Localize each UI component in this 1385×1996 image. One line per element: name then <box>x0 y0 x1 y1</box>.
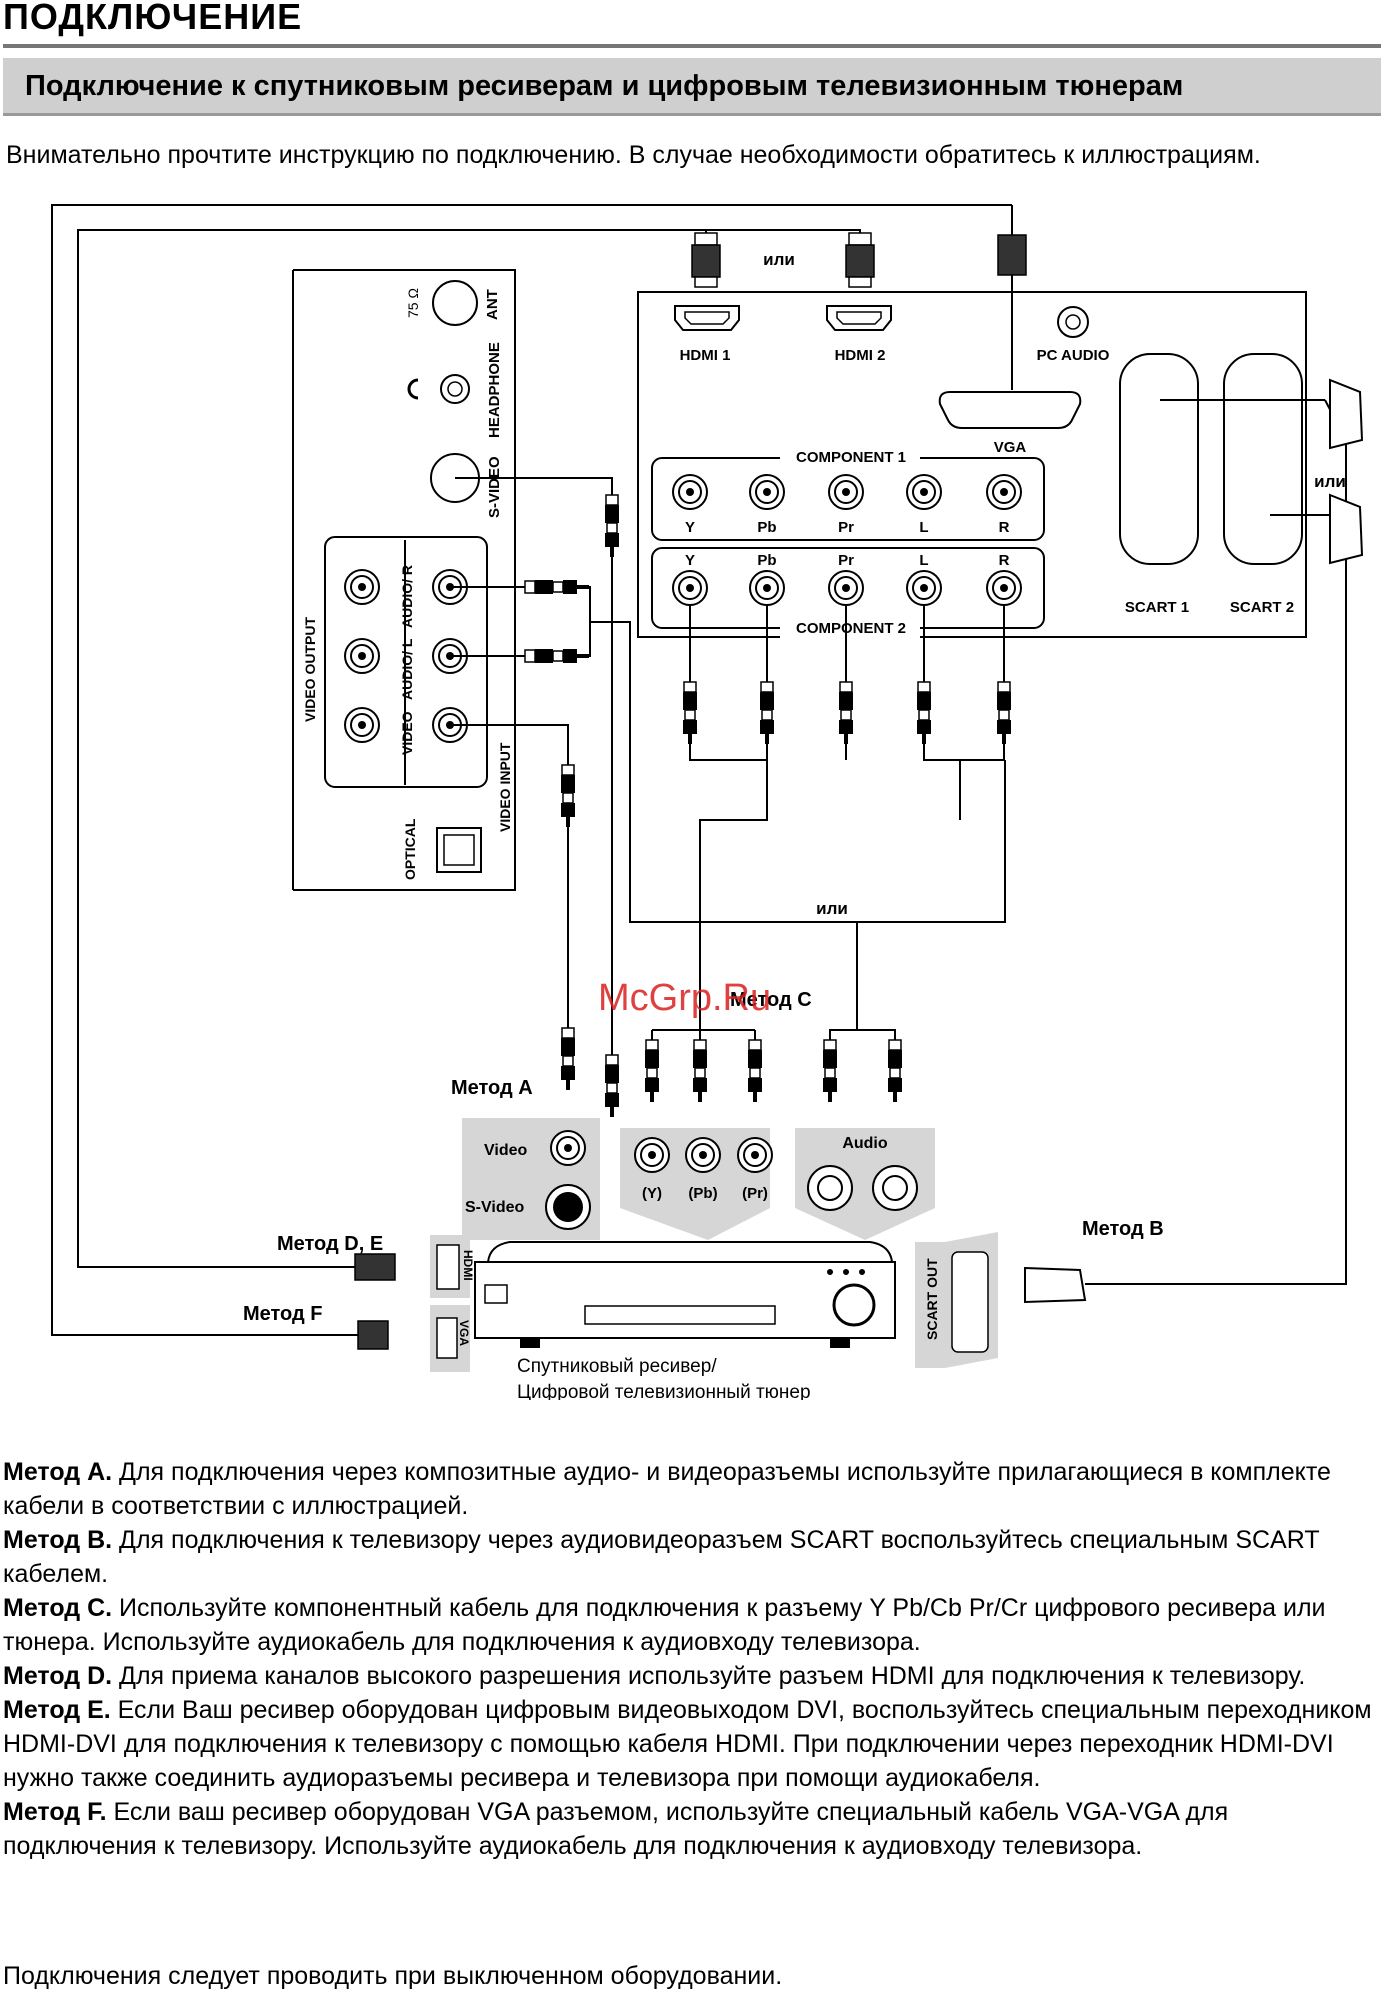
method-d-paragraph: Метод D. Для приема каналов высокого раз… <box>3 1659 1381 1693</box>
method-de-label: Метод D, E <box>277 1233 383 1255</box>
receiver-pb-label: (Pb) <box>688 1185 717 1202</box>
method-f-text: Если ваш ресивер оборудован VGA разъемом… <box>3 1798 1229 1860</box>
receiver-caption-1: Спутниковый ресивер/ <box>517 1356 717 1377</box>
receiver-svideo-label: S-Video <box>465 1199 525 1216</box>
comp2-pr-label: Pr <box>838 552 854 569</box>
method-a-title: Метод A. <box>3 1458 113 1486</box>
receiver-pr-label: (Pr) <box>742 1185 768 1202</box>
or-label-hdmi: или <box>763 250 795 269</box>
component2-label: COMPONENT 2 <box>796 620 906 637</box>
scart-plug-receiver <box>1024 1266 1087 1304</box>
comp2-y-label: Y <box>685 552 695 569</box>
receiver-hdmi-label: HDMI <box>461 1250 475 1281</box>
method-c-text: Используйте компонентный кабель для подк… <box>3 1594 1326 1656</box>
method-b-title: Метод B. <box>3 1526 113 1554</box>
tv-back-panel: HDMI 1 HDMI 2 PC AUDIO VGA COMPONENT 1 Y… <box>637 291 1307 638</box>
optical-label: OPTICAL <box>402 818 418 880</box>
method-f-title: Метод F. <box>3 1798 107 1826</box>
hdmi2-label: HDMI 2 <box>835 347 886 364</box>
comp1-y-label: Y <box>685 519 695 536</box>
component1-label: COMPONENT 1 <box>796 449 906 466</box>
svideo-label: S-VIDEO <box>486 456 503 518</box>
scart1-label: SCART 1 <box>1125 599 1189 616</box>
or-label-audio: или <box>816 899 848 918</box>
audio-l-label: AUDIO/ L <box>399 638 415 700</box>
method-b-paragraph: Метод B. Для подключения к телевизору че… <box>3 1523 1381 1591</box>
method-e-paragraph: Метод E. Если Ваш ресивер оборудован циф… <box>3 1693 1381 1795</box>
method-c-title: Метод C. <box>3 1594 113 1622</box>
page-title: ПОДКЛЮЧЕНИЕ <box>3 0 303 37</box>
comp2-r-label: R <box>999 552 1010 569</box>
pc-audio-label: PC AUDIO <box>1037 347 1110 364</box>
video-label: VIDEO <box>399 711 415 755</box>
receiver-scart-label: SCART OUT <box>924 1258 940 1340</box>
method-a-paragraph: Метод A. Для подключения через композитн… <box>3 1455 1381 1523</box>
audio-r-label: AUDIO/ R <box>399 565 415 628</box>
scart-plug-1 <box>1329 378 1364 450</box>
receiver-audio-label: Audio <box>842 1135 888 1152</box>
or-label-scart: или <box>1314 472 1346 491</box>
method-d-text: Для приема каналов высокого разрешения и… <box>112 1662 1306 1690</box>
connection-diagram: 75 Ω ANT HEADPHONE S-VIDEO VIDEO OUTPUT … <box>51 204 1364 1400</box>
scart-plug-2 <box>1329 493 1364 565</box>
comp1-pb-label: Pb <box>757 519 776 536</box>
receiver-body: Спутниковый ресивер/ Цифровой телевизион… <box>474 1241 896 1400</box>
method-e-title: Метод E. <box>3 1696 111 1724</box>
section-banner: Подключение к спутниковым ресиверам и ци… <box>3 58 1381 116</box>
comp1-pr-label: Pr <box>838 519 854 536</box>
method-b-label: Метод B <box>1082 1218 1164 1240</box>
vga-port <box>938 391 1082 429</box>
section-subtitle: Подключение к спутниковым ресиверам и ци… <box>25 70 1184 102</box>
hdmi-plug-receiver <box>354 1253 396 1281</box>
comp2-pb-label: Pb <box>757 552 776 569</box>
vga-plug-receiver <box>357 1320 389 1350</box>
receiver-y-label: (Y) <box>642 1185 662 1202</box>
method-a-label: Метод A <box>451 1077 533 1099</box>
title-divider <box>3 44 1381 48</box>
method-f-paragraph: Метод F. Если ваш ресивер оборудован VGA… <box>3 1795 1381 1863</box>
comp2-l-label: L <box>919 552 928 569</box>
cable-plugs <box>354 232 1364 1350</box>
ohm-label: 75 Ω <box>405 288 421 318</box>
receiver-video-label: Video <box>484 1142 528 1159</box>
method-b-text: Для подключения к телевизору через аудио… <box>3 1526 1320 1588</box>
comp1-l-label: L <box>919 519 928 536</box>
receiver-knob <box>832 1283 876 1327</box>
receiver-vga-port <box>436 1317 458 1359</box>
method-c-paragraph: Метод C. Используйте компонентный кабель… <box>3 1591 1381 1659</box>
scart2-label: SCART 2 <box>1230 599 1294 616</box>
hdmi1-label: HDMI 1 <box>680 347 731 364</box>
method-a-text: Для подключения через композитные аудио-… <box>3 1458 1331 1520</box>
receiver-scart-port <box>951 1251 989 1353</box>
method-e-text: Если Ваш ресивер оборудован цифровым вид… <box>3 1696 1372 1792</box>
vga-plug <box>997 234 1027 276</box>
receiver-connectors: Video S-Video (Y) (Pb) (Pr) Audio HDMI V… <box>430 1118 998 1372</box>
receiver-hdmi-port <box>436 1244 460 1290</box>
video-output-label: VIDEO OUTPUT <box>302 617 318 722</box>
method-d-title: Метод D. <box>3 1662 113 1690</box>
safety-note: Подключения следует проводить при выключ… <box>3 1962 783 1990</box>
ant-label: ANT <box>484 289 501 320</box>
method-c-label: Метод C <box>730 989 812 1011</box>
receiver-vga-label: VGA <box>457 1320 471 1346</box>
intro-text: Внимательно прочтите инструкцию по подкл… <box>6 141 1261 169</box>
headphone-label: HEADPHONE <box>486 342 503 438</box>
watermark: McGrp.Ru <box>598 977 771 1019</box>
scart2-port <box>1223 353 1303 565</box>
headphone-icon <box>407 378 419 400</box>
receiver-caption-2: Цифровой телевизионный тюнер <box>517 1382 811 1400</box>
methods-list: Метод A. Для подключения через композитн… <box>3 1455 1381 1863</box>
ant-connector <box>432 280 478 326</box>
comp1-r-label: R <box>999 519 1010 536</box>
vga-label: VGA <box>994 439 1027 456</box>
scart1-port <box>1119 353 1199 565</box>
method-f-label: Метод F <box>243 1303 322 1325</box>
tv-side-panel: 75 Ω ANT HEADPHONE S-VIDEO VIDEO OUTPUT … <box>292 269 516 891</box>
video-input-label: VIDEO INPUT <box>497 742 513 832</box>
